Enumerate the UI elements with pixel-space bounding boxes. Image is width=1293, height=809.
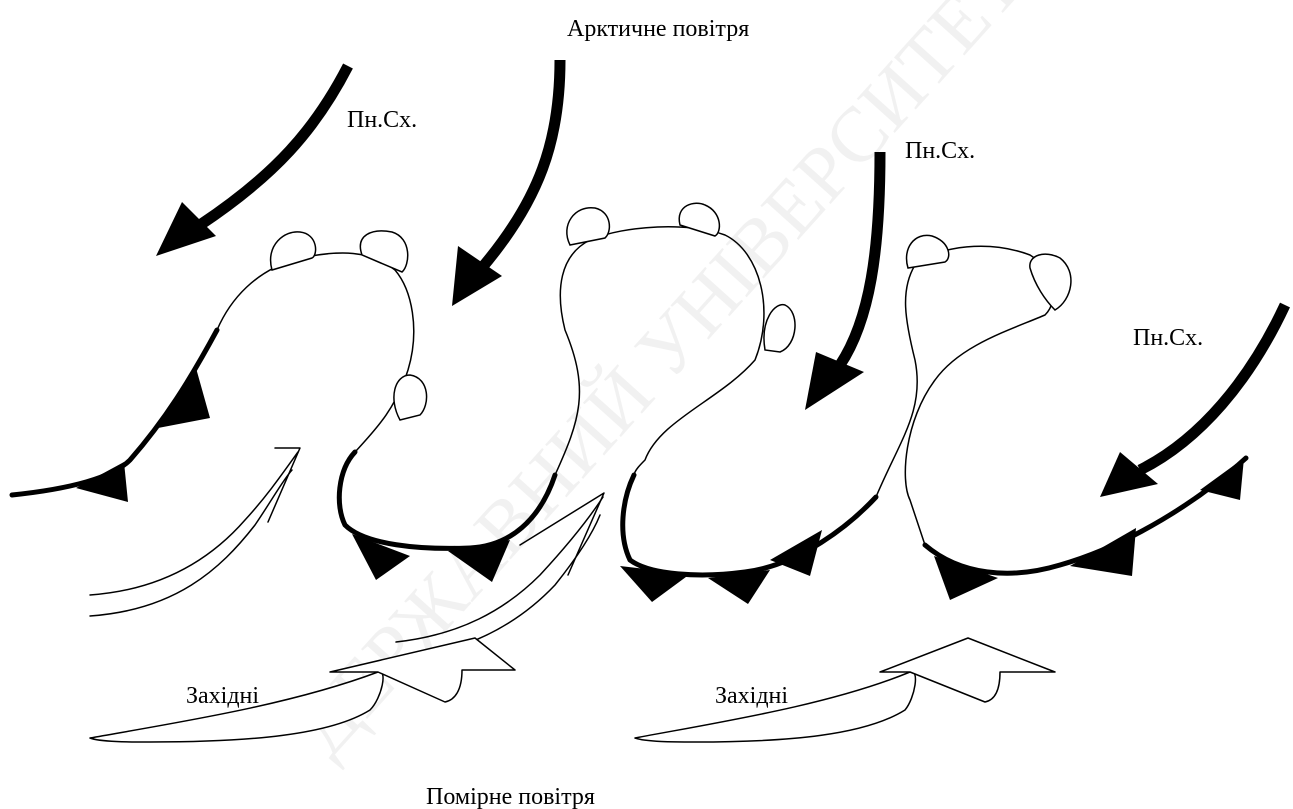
northeast-wind-label-2: Пн.Сх. — [905, 138, 975, 164]
temperate-air-label: Помірне повітря — [426, 784, 595, 809]
front-triangle — [1070, 528, 1136, 576]
arctic-flow-arrow-2 — [480, 60, 560, 270]
cold-front-3 — [623, 475, 876, 575]
air-cell — [394, 375, 427, 420]
arctic-air-label: Арктичне повітря — [567, 16, 749, 42]
air-cell — [907, 235, 949, 268]
northeast-wind-label-1: Пн.Сх. — [347, 107, 417, 133]
westerly-label-2: Західні — [715, 683, 788, 709]
air-cell — [1030, 254, 1071, 310]
cyclone-outline-3 — [876, 246, 1053, 545]
front-triangle — [620, 566, 690, 602]
air-cell — [271, 232, 316, 270]
front-triangle — [158, 368, 210, 428]
air-cell — [360, 231, 407, 272]
warm-stream-head — [268, 448, 300, 522]
cyclone-outline-1 — [217, 253, 414, 452]
northeast-wind-label-3: Пн.Сх. — [1133, 325, 1203, 351]
cold-front-4 — [925, 458, 1246, 573]
westerly-label-1: Західні — [186, 683, 259, 709]
front-triangle — [770, 530, 822, 576]
arrowhead-icon — [805, 352, 864, 410]
air-cell — [764, 305, 795, 352]
front-triangle — [934, 556, 998, 600]
arctic-flow-arrow-1 — [200, 66, 348, 225]
air-cell — [679, 203, 719, 236]
front-triangle — [1200, 458, 1244, 500]
arrowhead-icon — [156, 202, 216, 256]
air-cell — [567, 208, 610, 245]
